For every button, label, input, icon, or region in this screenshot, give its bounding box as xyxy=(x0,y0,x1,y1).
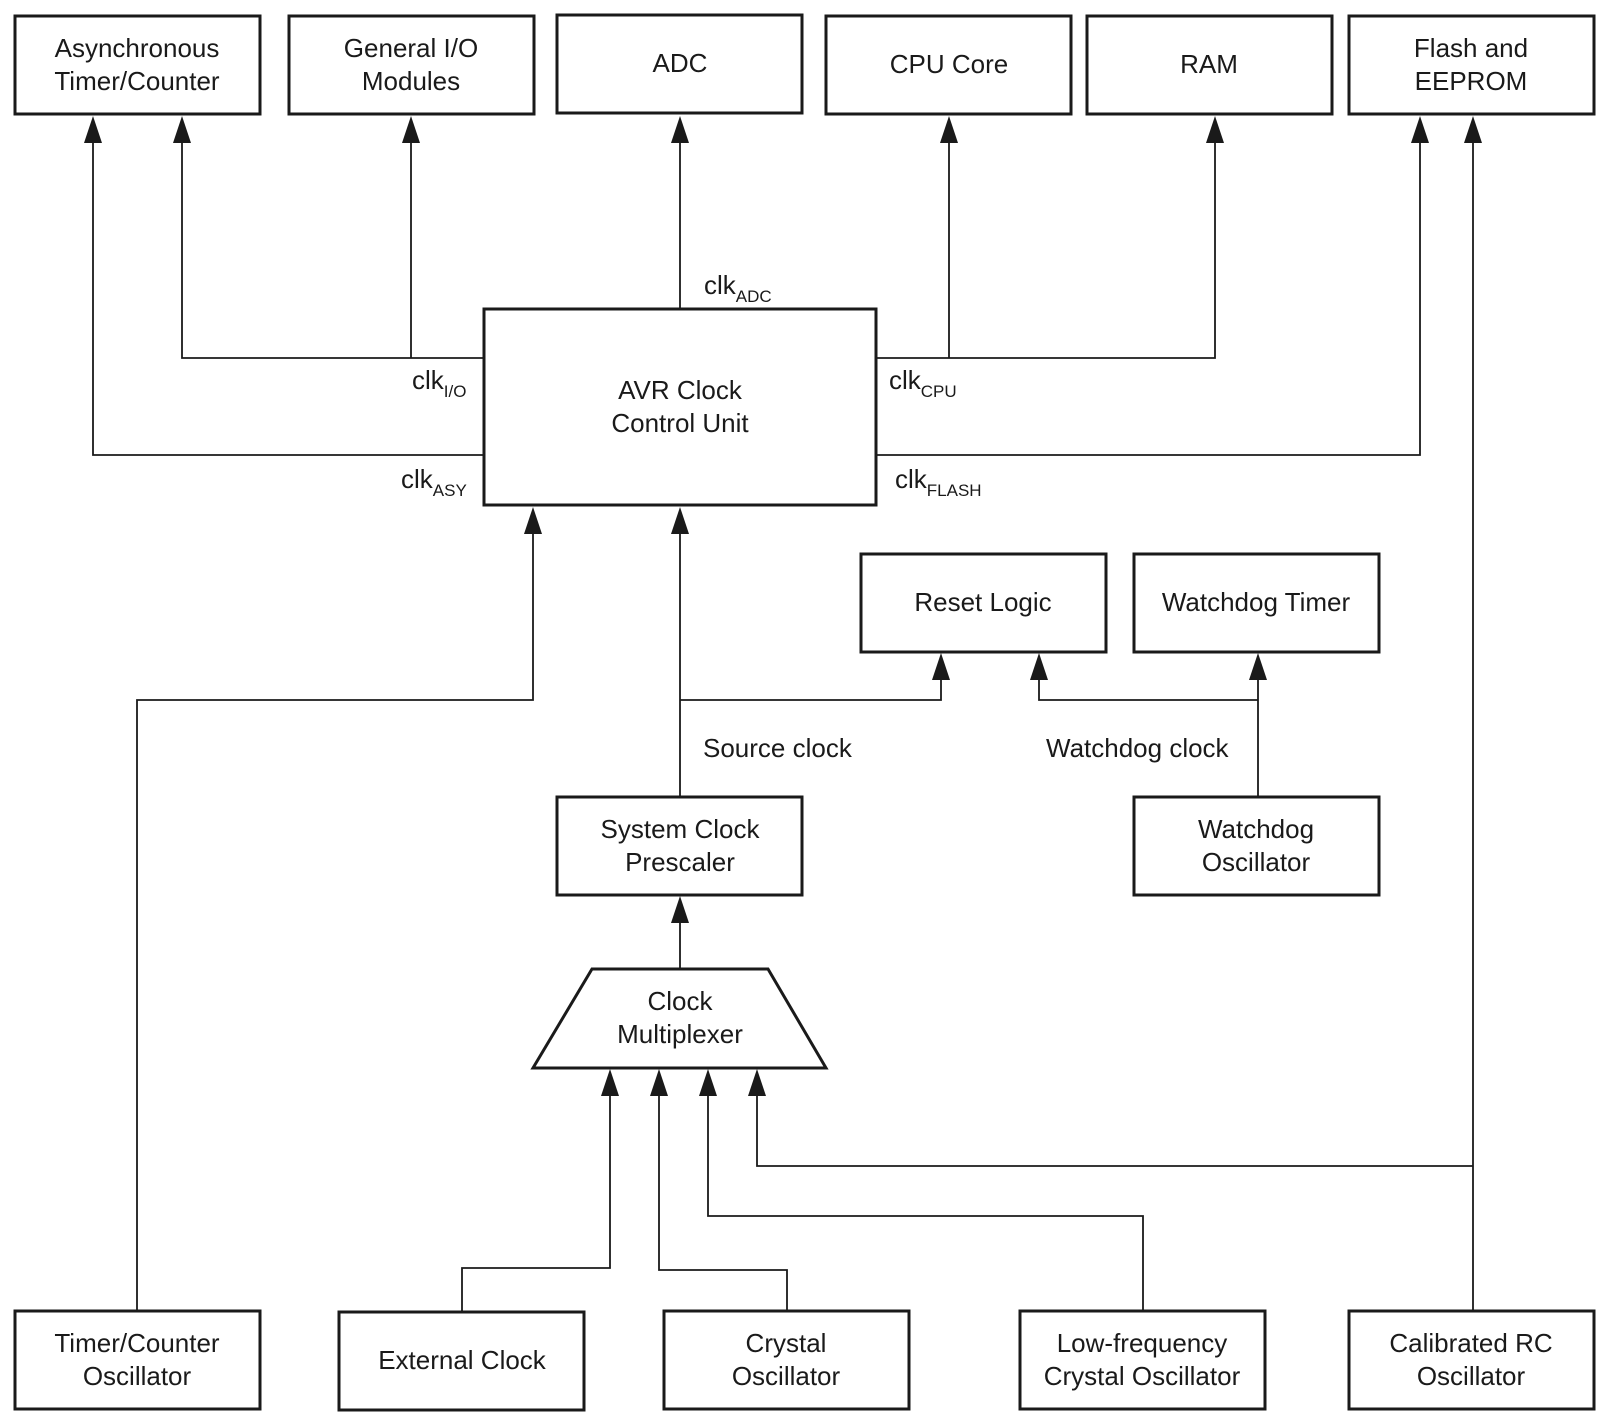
arrowhead-watchdog-timer xyxy=(1249,653,1267,680)
signal-source-clock: Source clock xyxy=(703,733,853,763)
block-label: Oscillator xyxy=(83,1361,192,1391)
wire-ext-clock xyxy=(461,1092,611,1312)
wire-clk-io xyxy=(181,138,484,359)
block-label: Oscillator xyxy=(732,1361,841,1391)
wire-clk-flash xyxy=(876,138,1421,456)
arrowhead-reset-source xyxy=(932,653,950,680)
block-calibrated-rc-oscillator: Calibrated RC Oscillator xyxy=(1347,1309,1596,1411)
block-label: Watchdog Timer xyxy=(1162,587,1351,617)
arrowhead-mux-rc xyxy=(748,1069,766,1096)
signal-clk-flash: clkFLASH xyxy=(895,464,982,500)
block-label: Crystal Oscillator xyxy=(1044,1361,1241,1391)
block-adc: ADC xyxy=(555,13,804,115)
arrowhead-adc xyxy=(671,116,689,143)
block-watchdog-oscillator: Watchdog Oscillator xyxy=(1132,795,1381,897)
block-label: System Clock xyxy=(601,814,761,844)
block-label: General I/O xyxy=(344,33,478,63)
signal-clk-cpu: clkCPU xyxy=(889,365,957,401)
arrowhead-flash-rc xyxy=(1464,116,1482,143)
block-label: AVR Clock xyxy=(618,375,743,405)
block-label: Clock xyxy=(647,986,713,1016)
arrowhead-reset-watchdog xyxy=(1030,653,1048,680)
block-cpu-core: CPU Core xyxy=(824,14,1073,116)
block-label: Watchdog xyxy=(1198,814,1314,844)
arrowhead-ram xyxy=(1206,116,1224,143)
signal-clk-asy: clkASY xyxy=(401,464,467,500)
wire-clk-asy xyxy=(92,138,484,456)
arrowheads xyxy=(84,116,1482,1096)
block-label: Flash and xyxy=(1414,33,1528,63)
block-timer-counter-oscillator: Timer/Counter Oscillator xyxy=(13,1309,262,1411)
block-label: Timer/Counter xyxy=(54,1328,220,1358)
signal-clk-io: clkI/O xyxy=(412,365,466,401)
block-label: Low-frequency xyxy=(1057,1328,1228,1358)
arrowhead-async-asy xyxy=(84,116,102,143)
wire-crystal xyxy=(658,1092,788,1312)
wire-watchdog-clock xyxy=(1038,678,1259,798)
signal-watchdog-clock: Watchdog clock xyxy=(1046,733,1230,763)
wire-tc-osc xyxy=(136,530,534,1312)
arrowhead-general-io xyxy=(402,116,420,143)
arrowhead-prescaler xyxy=(671,896,689,923)
block-watchdog-timer: Watchdog Timer xyxy=(1132,552,1381,654)
block-crystal-oscillator: Crystal Oscillator xyxy=(662,1309,911,1411)
block-label: Oscillator xyxy=(1202,847,1311,877)
wire-clk-cpu xyxy=(876,138,1216,359)
block-label: External Clock xyxy=(378,1345,547,1375)
block-label: Oscillator xyxy=(1417,1361,1526,1391)
block-label: Reset Logic xyxy=(914,587,1051,617)
arrowhead-mux-ext xyxy=(601,1069,619,1096)
block-label: Modules xyxy=(362,66,460,96)
block-label: Crystal xyxy=(746,1328,827,1358)
arrowhead-mux-crystal xyxy=(650,1069,668,1096)
block-system-clock-prescaler: System Clock Prescaler xyxy=(555,795,804,897)
block-label: Asynchronous xyxy=(55,33,220,63)
block-label: CPU Core xyxy=(890,49,1008,79)
block-flash-eeprom: Flash and EEPROM xyxy=(1347,14,1596,116)
block-general-io-modules: General I/O Modules xyxy=(287,14,536,116)
wire-source-clock xyxy=(679,530,942,798)
block-low-frequency-crystal-oscillator: Low-frequency Crystal Oscillator xyxy=(1018,1309,1267,1411)
block-external-clock: External Clock xyxy=(337,1310,586,1412)
block-ram: RAM xyxy=(1085,14,1334,116)
block-async-timer-counter: Asynchronous Timer/Counter xyxy=(13,14,262,116)
wire-rc-osc xyxy=(756,138,1474,1312)
arrowhead-async-io xyxy=(173,116,191,143)
arrowhead-mux-lf xyxy=(699,1069,717,1096)
block-label: Calibrated RC xyxy=(1389,1328,1552,1358)
block-label: EEPROM xyxy=(1415,66,1528,96)
arrowhead-ccu-source xyxy=(671,507,689,534)
block-clock-multiplexer: Clock Multiplexer xyxy=(530,967,829,1070)
block-avr-clock-control-unit: AVR Clock Control Unit xyxy=(482,307,878,507)
block-label: ADC xyxy=(653,48,708,78)
block-label: Timer/Counter xyxy=(54,66,220,96)
signal-clk-adc: clkADC xyxy=(704,270,772,306)
arrowhead-flash-clk xyxy=(1411,116,1429,143)
arrowhead-cpu-core xyxy=(940,116,958,143)
block-reset-logic: Reset Logic xyxy=(859,552,1108,654)
block-label: Prescaler xyxy=(625,847,735,877)
block-label: RAM xyxy=(1180,49,1238,79)
wire-lf-crystal xyxy=(707,1092,1144,1312)
connections xyxy=(92,138,1474,1312)
block-label: Control Unit xyxy=(611,408,749,438)
arrowhead-ccu-asy xyxy=(524,507,542,534)
block-label: Multiplexer xyxy=(617,1019,743,1049)
